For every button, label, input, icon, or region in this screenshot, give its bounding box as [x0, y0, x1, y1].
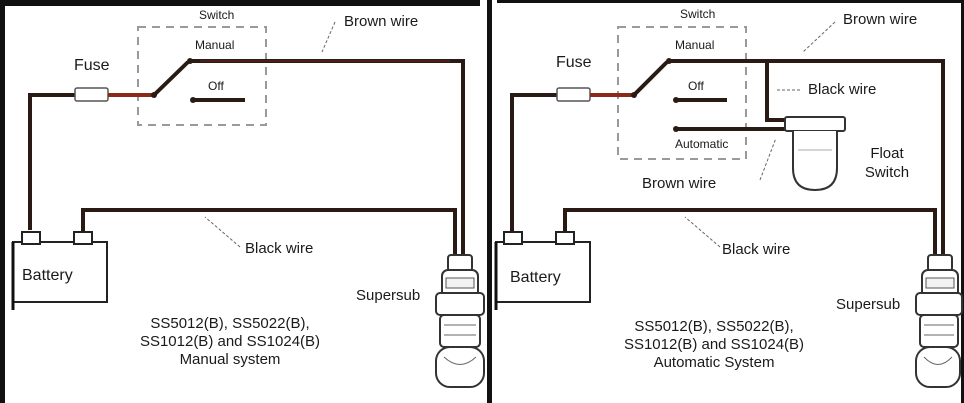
left-top-border: [0, 0, 480, 6]
right-top-border: [497, 0, 964, 3]
left-caption-line-2: SS1012(B) and SS1024(B): [139, 333, 321, 350]
left-fuse-label: Fuse: [74, 57, 110, 74]
right-border: [961, 0, 964, 403]
right-wire-battery-to-fuse: [510, 93, 560, 232]
left-battery-negative-terminal: [73, 231, 93, 245]
right-brown-wire: [669, 59, 945, 258]
right-panel: [494, 21, 963, 388]
left-black-wire: [81, 208, 457, 258]
right-battery-icon: [495, 241, 591, 303]
left-supersub-pump-icon: [435, 254, 485, 388]
right-battery-label: Battery: [510, 269, 561, 286]
right-caption-line-1: SS5012(B), SS5022(B),: [634, 318, 794, 335]
float-switch-icon: [784, 116, 846, 192]
left-battery-positive-terminal: [21, 231, 41, 245]
right-manual-label: Manual: [675, 38, 715, 52]
right-brown-wire-lower-label: Brown wire: [642, 175, 717, 192]
right-off-label: Off: [688, 79, 704, 93]
left-supersub-label: Supersub: [356, 287, 421, 304]
right-brown-wire-top-label: Brown wire: [843, 11, 918, 28]
left-off-label: Off: [208, 79, 224, 93]
left-switch-housing: [137, 26, 267, 126]
left-caption-line-1: SS5012(B), SS5022(B),: [150, 315, 310, 332]
right-supersub-pump-icon: [915, 254, 963, 388]
left-wire-battery-to-fuse: [28, 93, 77, 230]
panel-divider: [487, 0, 492, 403]
right-battery-positive-terminal: [503, 231, 523, 245]
left-black-wire-label: Black wire: [245, 240, 314, 257]
right-black-wire: [563, 208, 937, 258]
right-supersub-label: Supersub: [836, 296, 901, 313]
left-caption-line-3: Manual system: [179, 351, 281, 368]
left-manual-label: Manual: [195, 38, 235, 52]
right-caption-line-3: Automatic System: [653, 354, 775, 371]
right-fuse-icon: [556, 87, 591, 102]
right-fuse-label: Fuse: [556, 54, 592, 71]
left-fuse-icon: [74, 87, 109, 102]
right-automatic-label: Automatic: [675, 137, 729, 151]
right-battery-negative-terminal: [555, 231, 575, 245]
right-switch-label: Switch: [680, 7, 716, 21]
right-black-wire-top-label: Black wire: [808, 81, 877, 98]
right-switch-lever-icon: [632, 60, 669, 97]
float-switch-label-line-1: Float: [870, 145, 904, 162]
float-switch-label-line-2: Switch: [864, 164, 910, 181]
left-brown-wire-label: Brown wire: [344, 13, 419, 30]
left-border: [0, 0, 5, 403]
left-panel: [11, 21, 485, 388]
left-switch-label: Switch: [199, 8, 235, 22]
left-brown-wire: [190, 59, 465, 258]
left-switch-lever-icon: [152, 60, 190, 97]
left-battery-label: Battery: [22, 267, 73, 284]
right-black-wire-label: Black wire: [722, 241, 791, 258]
right-caption-line-2: SS1012(B) and SS1024(B): [623, 336, 805, 353]
